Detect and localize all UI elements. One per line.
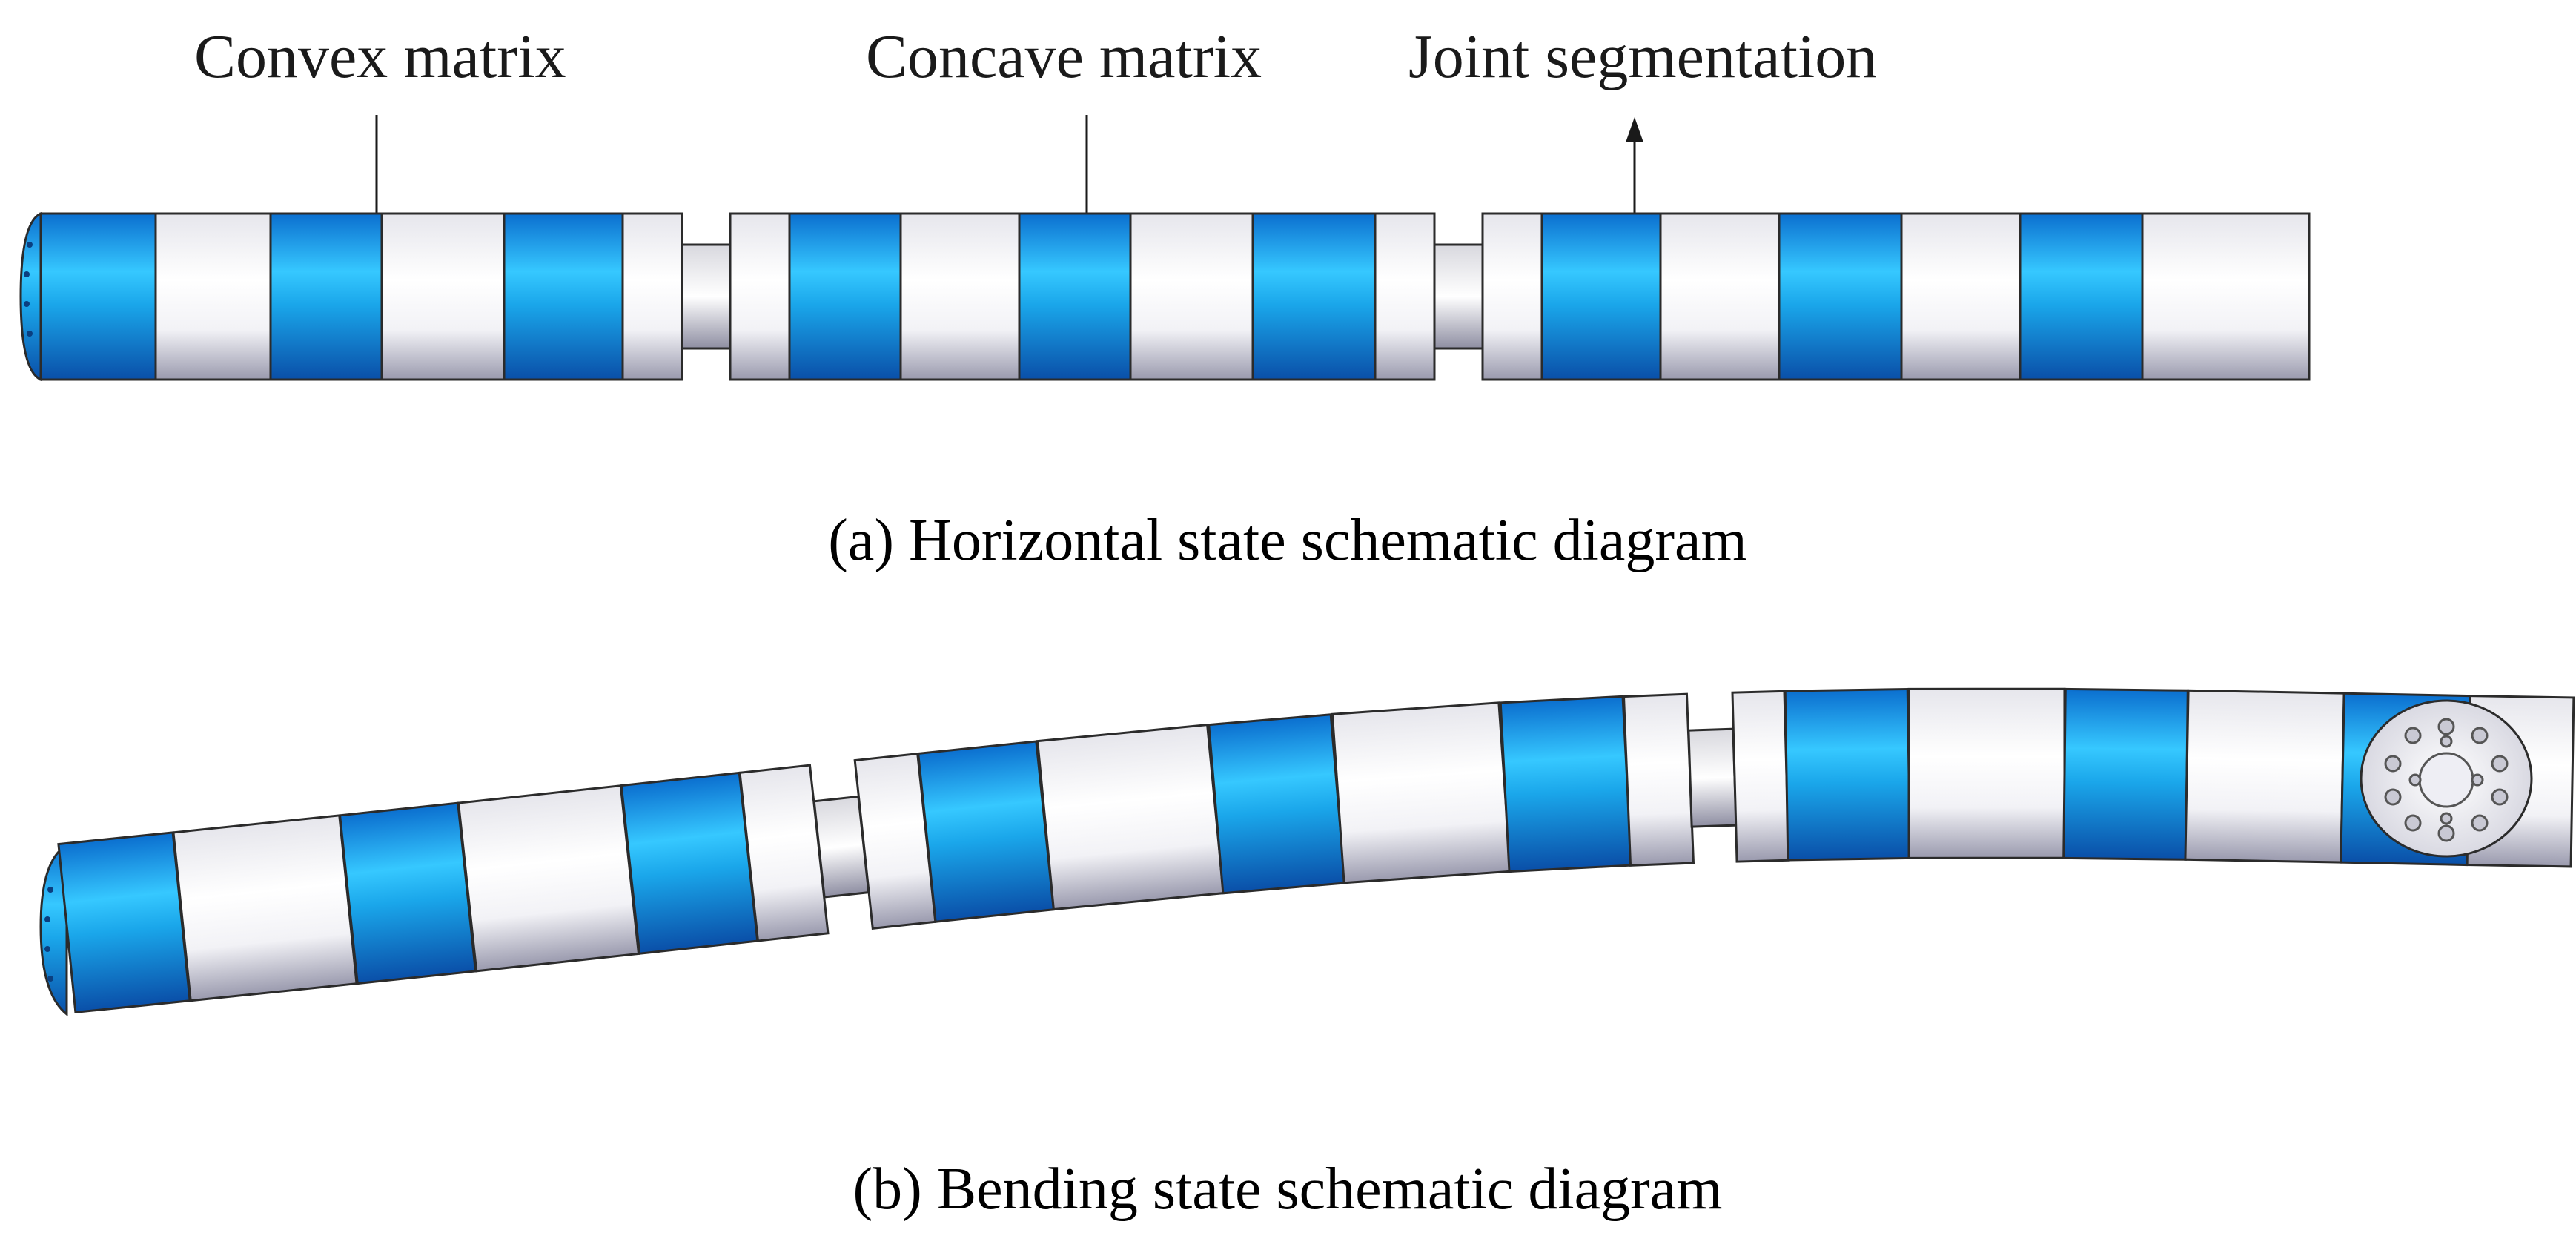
arm-a-end-cap-holes: [24, 242, 33, 337]
convex-segment: [503, 212, 624, 381]
concave-segment: [729, 212, 791, 381]
concave-segment: [1481, 212, 1543, 381]
joint-arrow-head: [1626, 117, 1643, 142]
concave-segment: [1731, 690, 1790, 863]
convex-segment: [269, 212, 383, 381]
concave-segment: [154, 212, 272, 381]
arm-a-end-cap: [19, 211, 42, 382]
concave-segment: [1622, 692, 1695, 867]
bending-arm: [39, 687, 2575, 1017]
convex-segment: [1208, 713, 1346, 895]
horizontal-arm: [19, 211, 2311, 382]
arm-b-end-cap-holes: [44, 887, 53, 982]
caption-a: (a) Horizontal state schematic diagram: [828, 508, 1746, 573]
concave-segment: [1129, 212, 1254, 381]
convex-segment: [2019, 212, 2144, 381]
convex-segment: [1540, 212, 1662, 381]
arm-b-end-cap: [39, 843, 68, 1017]
concave-segment: [1036, 724, 1225, 911]
end-face-holes: [2384, 718, 2509, 842]
concave-matrix-label: Concave matrix: [866, 22, 1262, 91]
joint-neck: [681, 243, 732, 350]
arm-b-end-face: [2360, 699, 2533, 858]
convex-segment: [1784, 687, 1912, 862]
convex-segment: [2062, 687, 2189, 861]
concave-segment: [457, 784, 640, 973]
concave-segment: [1900, 212, 2022, 381]
convex-segment: [788, 212, 902, 381]
concave-segment: [1907, 687, 2066, 859]
concave-segment: [172, 814, 358, 1002]
convex-segment: [39, 212, 157, 381]
convex-segment: [1251, 212, 1377, 381]
concave-segment: [621, 212, 683, 381]
convex-segment: [57, 831, 191, 1014]
convex-segment: [620, 771, 759, 955]
convex-segment: [338, 801, 477, 985]
convex-segment: [1778, 212, 1903, 381]
concave-segment: [1331, 701, 1512, 884]
concave-segment: [899, 212, 1021, 381]
joint-segmentation-label: Joint segmentation: [1408, 22, 1877, 91]
caption-b: (b) Bending state schematic diagram: [853, 1157, 1723, 1222]
joint-neck: [1433, 243, 1484, 350]
center-bore: [2418, 752, 2474, 808]
concave-segment: [1374, 212, 1436, 381]
concave-segment: [2184, 689, 2345, 864]
convex-segment: [917, 740, 1055, 923]
concave-segment: [380, 212, 506, 381]
joint-neck: [1687, 727, 1738, 828]
concave-segment: [2141, 212, 2311, 381]
convex-matrix-label: Convex matrix: [194, 22, 566, 91]
convex-segment: [1499, 695, 1633, 873]
convex-segment: [1018, 212, 1132, 381]
concave-segment: [1659, 212, 1781, 381]
